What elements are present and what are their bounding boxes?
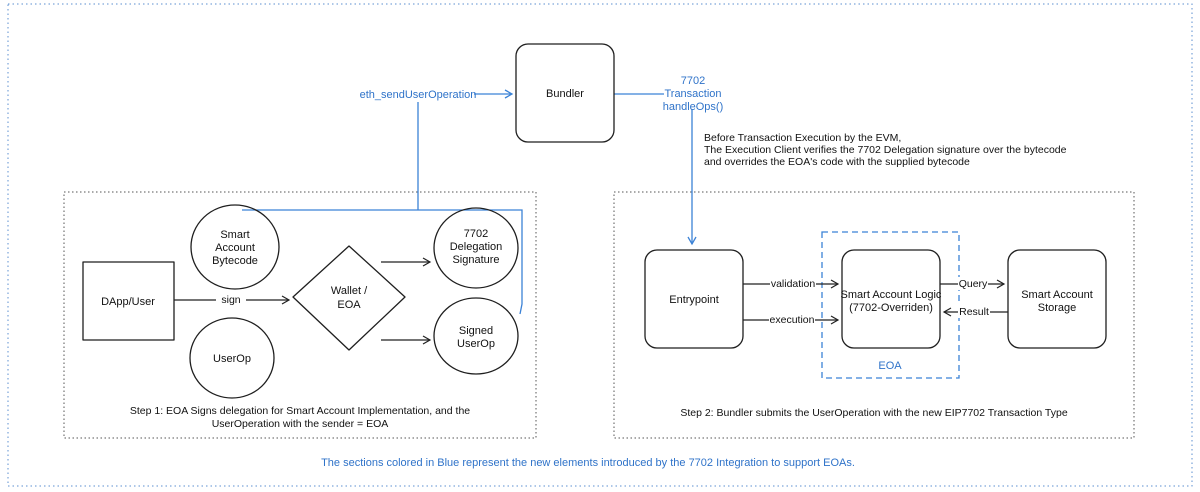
- result-label-bg: [958, 305, 990, 318]
- smart-account-storage-node: [1007, 249, 1107, 349]
- userop-label: UserOp: [213, 353, 251, 365]
- bundler-node: [515, 43, 615, 143]
- dapp-user-node: [82, 261, 175, 341]
- eth-send-edge: [417, 89, 514, 210]
- signed-userop-line1: Signed: [459, 325, 493, 337]
- execution-label: execution: [770, 314, 815, 326]
- signed-userop-line2: UserOp: [457, 338, 495, 350]
- signature-line2: Delegation: [450, 241, 503, 253]
- signature-line1: 7702: [464, 228, 488, 240]
- smart-account-logic-node: [841, 249, 941, 349]
- bytecode-line2: Account: [215, 242, 255, 254]
- bytecode-line1: Smart: [220, 229, 249, 241]
- eth-send-label-bg: [362, 87, 474, 102]
- evm-note-line1: Before Transaction Execution by the EVM,: [704, 132, 901, 144]
- userop-node: [189, 317, 275, 399]
- footer-note: The sections colored in Blue represent t…: [321, 457, 855, 469]
- execution-label-bg: [769, 313, 815, 326]
- signature-line3: Signature: [452, 254, 499, 266]
- step1-panel: [63, 191, 537, 439]
- logic-line2: (7702-Overriden): [849, 302, 933, 314]
- sign-label: sign: [221, 294, 240, 306]
- evm-note-line3: and overrides the EOA's code with the su…: [704, 156, 970, 168]
- signed-userop-node: [433, 297, 519, 375]
- step1-caption-line2: UserOperation with the sender = EOA: [212, 418, 389, 430]
- validation-label-bg: [770, 277, 816, 290]
- logic-line1: Smart Account Logic: [841, 289, 942, 301]
- tx-7702-line2: Transaction: [664, 88, 721, 100]
- storage-line2: Storage: [1038, 302, 1077, 314]
- wallet-line1: Wallet /: [331, 285, 368, 297]
- smart-account-bytecode-node: [190, 204, 280, 290]
- tx-7702-label-bg: [664, 73, 722, 109]
- entrypoint-node: [644, 249, 744, 349]
- tx-7702-line1: 7702: [681, 75, 705, 87]
- bundler-label: Bundler: [546, 88, 584, 100]
- wallet-eoa-node: [292, 245, 406, 351]
- eoa-label: EOA: [878, 360, 902, 372]
- wallet-line2: EOA: [337, 299, 361, 311]
- tx-7702-line3: handleOps(): [663, 101, 724, 113]
- eth-send-label: eth_sendUserOperation: [360, 89, 477, 101]
- evm-note-line2: The Execution Client verifies the 7702 D…: [704, 144, 1067, 156]
- tx-7702-edge: [614, 93, 697, 246]
- query-label-bg: [958, 277, 988, 290]
- storage-line1: Smart Account: [1021, 289, 1093, 301]
- dapp-user-label: DApp/User: [101, 296, 155, 308]
- entrypoint-label: Entrypoint: [669, 294, 719, 306]
- sign-label-bg: [216, 293, 246, 306]
- step1-blue-connector: [242, 209, 523, 315]
- bytecode-line3: Bytecode: [212, 255, 258, 267]
- delegation-signature-node: [433, 207, 519, 289]
- step2-panel: [613, 191, 1135, 439]
- query-label: Query: [959, 278, 988, 290]
- validation-label: validation: [771, 278, 816, 290]
- step2-caption: Step 2: Bundler submits the UserOperatio…: [680, 407, 1068, 419]
- result-label: Result: [959, 306, 989, 318]
- step1-caption-line1: Step 1: EOA Signs delegation for Smart A…: [130, 405, 470, 417]
